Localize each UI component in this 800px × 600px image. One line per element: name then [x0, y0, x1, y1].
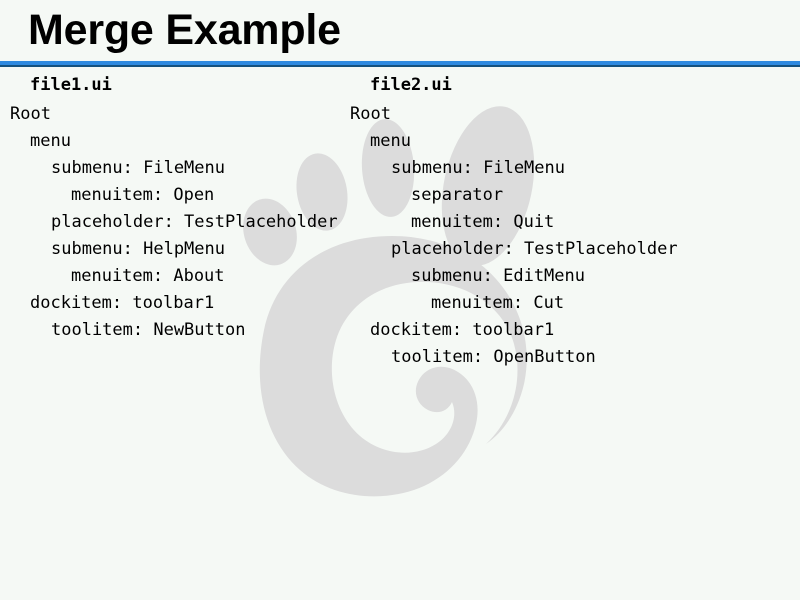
tree-row[interactable]: menu: [350, 128, 678, 155]
tree-row[interactable]: Root: [350, 101, 678, 128]
tree-row[interactable]: menuitem: About: [10, 263, 338, 290]
tree-row[interactable]: dockitem: toolbar1: [10, 290, 338, 317]
title-divider-rule: [0, 61, 800, 67]
tree-row[interactable]: menuitem: Quit: [350, 209, 678, 236]
tree-row[interactable]: submenu: HelpMenu: [10, 236, 338, 263]
column-heading-file2: file2.ui: [370, 75, 452, 95]
tree-row[interactable]: menuitem: Cut: [350, 290, 678, 317]
tree-row[interactable]: menuitem: Open: [10, 182, 338, 209]
tree-node-label: menuitem: About: [71, 266, 225, 286]
slide-title-bar: Merge Example: [0, 0, 800, 61]
tree-node-label: toolitem: OpenButton: [391, 347, 596, 367]
tree-node-label: toolitem: NewButton: [51, 320, 246, 340]
tree-row[interactable]: toolitem: NewButton: [10, 317, 338, 344]
tree-row[interactable]: dockitem: toolbar1: [350, 317, 678, 344]
tree-node-label: Root: [10, 104, 51, 124]
tree-node-label: menu: [370, 131, 411, 151]
tree-node-label: dockitem: toolbar1: [370, 320, 555, 340]
page-title: Merge Example: [28, 6, 341, 54]
tree-node-label: menuitem: Cut: [431, 293, 565, 313]
tree-row[interactable]: submenu: FileMenu: [10, 155, 338, 182]
tree-node-label: submenu: HelpMenu: [51, 239, 225, 259]
tree-list-file1: Root menu submenu: FileMenu menuitem: Op…: [10, 101, 338, 344]
tree-row[interactable]: Root: [10, 101, 338, 128]
tree-row[interactable]: placeholder: TestPlaceholder: [350, 236, 678, 263]
tree-row[interactable]: menu: [10, 128, 338, 155]
tree-node-label: placeholder: TestPlaceholder: [51, 212, 338, 232]
slide-content: file1.ui Root menu submenu: FileMenu men…: [0, 67, 800, 600]
tree-list-file2: Root menu submenu: FileMenu separator me…: [350, 101, 678, 371]
tree-node-label: submenu: FileMenu: [391, 158, 565, 178]
tree-node-label: menuitem: Quit: [411, 212, 555, 232]
tree-node-label: submenu: FileMenu: [51, 158, 225, 178]
tree-row[interactable]: submenu: EditMenu: [350, 263, 678, 290]
tree-node-label: Root: [350, 104, 391, 124]
tree-row[interactable]: submenu: FileMenu: [350, 155, 678, 182]
tree-node-label: placeholder: TestPlaceholder: [391, 239, 678, 259]
tree-node-label: menuitem: Open: [71, 185, 215, 205]
column-heading-file1: file1.ui: [30, 75, 112, 95]
tree-row[interactable]: separator: [350, 182, 678, 209]
tree-row[interactable]: placeholder: TestPlaceholder: [10, 209, 338, 236]
tree-node-label: dockitem: toolbar1: [30, 293, 215, 313]
divider-light-band: [0, 61, 800, 65]
tree-node-label: separator: [411, 185, 504, 205]
tree-node-label: menu: [30, 131, 71, 151]
divider-dark-band: [0, 65, 800, 67]
tree-row[interactable]: toolitem: OpenButton: [350, 344, 678, 371]
tree-node-label: submenu: EditMenu: [411, 266, 585, 286]
